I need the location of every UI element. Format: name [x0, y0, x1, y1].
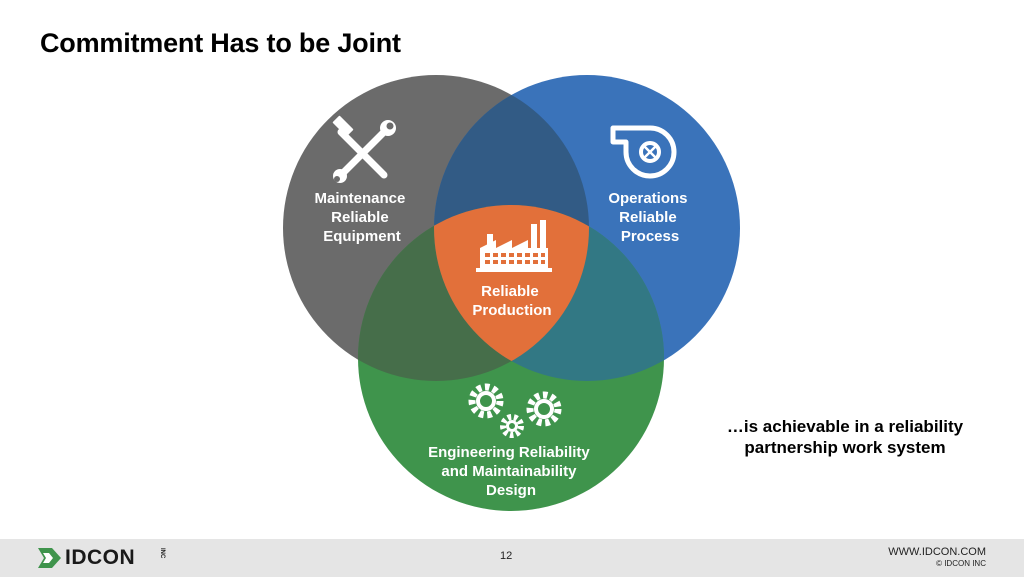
- center-label-line: Production: [472, 302, 551, 319]
- footer-contact: WWW.IDCON.COM © IDCON INC: [888, 546, 986, 568]
- operations-label-line: Reliable: [619, 209, 677, 226]
- logo-inc: INC: [159, 548, 165, 559]
- engineering-label-line: Design: [486, 482, 536, 499]
- tagline-line: partnership work system: [744, 438, 946, 457]
- operations-label-line: Process: [621, 228, 679, 245]
- engineering-label-line: Engineering Reliability: [428, 444, 590, 461]
- footer-bar: IDCON INC 12 WWW.IDCON.COM © IDCON INC: [0, 539, 1024, 577]
- copyright-text: © IDCON INC: [936, 559, 986, 568]
- gears-icon: [468, 383, 562, 438]
- tools-icon: [332, 115, 396, 183]
- logo-mark-icon: [38, 548, 61, 568]
- website-link[interactable]: WWW.IDCON.COM: [888, 546, 986, 558]
- engineering-label-line: and Maintainability: [441, 463, 577, 480]
- reliable-production-label: Reliable Production: [472, 283, 551, 319]
- page-number: 12: [500, 550, 513, 562]
- maintenance-label-line: Reliable: [331, 209, 389, 226]
- logo-text: IDCON: [65, 546, 136, 569]
- maintenance-label-line: Maintenance: [314, 190, 405, 207]
- pump-icon: [610, 125, 677, 179]
- maintenance-label-line: Equipment: [323, 228, 401, 245]
- tagline-line: …is achievable in a reliability: [726, 417, 964, 436]
- slide-title: Commitment Has to be Joint: [40, 28, 401, 58]
- engineering-label: Engineering Reliability and Maintainabil…: [428, 444, 594, 499]
- factory-icon: [476, 220, 552, 272]
- tagline: …is achievable in a reliability partners…: [690, 416, 1000, 458]
- venn-diagram: Maintenance Reliable Equipment Operation…: [283, 75, 740, 511]
- center-label-line: Reliable: [481, 283, 539, 300]
- operations-label: Operations Reliable Process: [608, 190, 691, 245]
- maintenance-label: Maintenance Reliable Equipment: [314, 190, 409, 245]
- operations-label-line: Operations: [608, 190, 687, 207]
